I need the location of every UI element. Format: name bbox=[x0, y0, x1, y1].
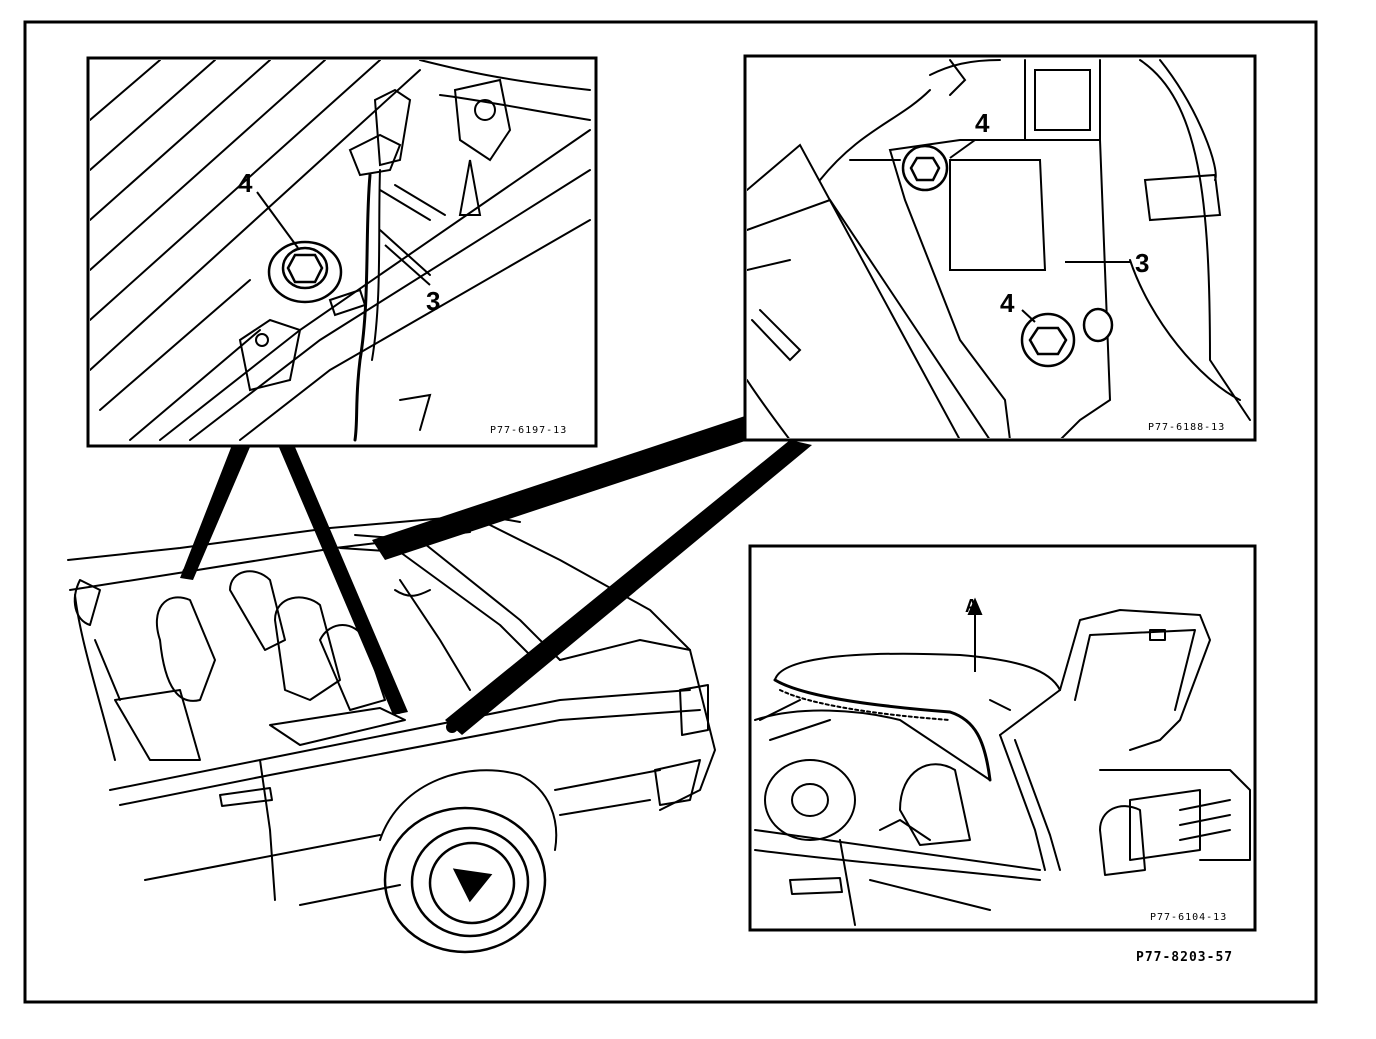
steering-wheel bbox=[764, 759, 856, 841]
inset-top-right-code: P77-6188-13 bbox=[1148, 422, 1225, 433]
inset-top-right-frame bbox=[743, 54, 1257, 442]
headlight bbox=[679, 684, 709, 736]
main-car-illustration bbox=[67, 514, 716, 906]
front-wheel bbox=[383, 806, 547, 954]
callout-3-tr: 3 bbox=[1135, 248, 1149, 278]
inset-top-left: 4 3 P77-6197-13 bbox=[86, 56, 598, 448]
door-handle bbox=[219, 787, 273, 807]
front-seat bbox=[274, 596, 341, 701]
dashboard-edge bbox=[269, 707, 406, 746]
lid-top-edge bbox=[774, 652, 1061, 691]
wheel-arch bbox=[379, 769, 558, 851]
leader-line-4b-tr bbox=[1021, 309, 1036, 323]
leader-line-3-tl bbox=[384, 244, 431, 286]
top-frame bbox=[1059, 609, 1211, 751]
callout-4b-tr: 4 bbox=[1000, 288, 1015, 318]
figure-code: P77-8203-57 bbox=[1136, 950, 1233, 965]
callout-4a-tr: 4 bbox=[975, 108, 990, 138]
front-bumper bbox=[659, 649, 716, 811]
callout-4-tl: 4 bbox=[238, 168, 253, 198]
pointer-wedge-2 bbox=[278, 445, 408, 715]
inset-bottom-right: A P77-6104-13 bbox=[748, 544, 1257, 932]
rear-seat-headrest bbox=[155, 596, 216, 702]
pointer-wedges bbox=[180, 416, 812, 735]
leader-line-4-tl bbox=[256, 191, 299, 249]
body-belt-line bbox=[109, 689, 691, 791]
inset-top-right: 4 3 4 P77-6188-13 bbox=[743, 54, 1257, 442]
pointer-wedge-4 bbox=[445, 440, 812, 735]
outer-frame bbox=[23, 20, 1318, 1004]
callout-A: A bbox=[965, 596, 978, 616]
door-front-edge bbox=[259, 759, 276, 901]
sill-line bbox=[144, 834, 381, 881]
inset-bottom-right-code: P77-6104-13 bbox=[1150, 912, 1227, 923]
inset-top-left-code: P77-6197-13 bbox=[490, 425, 567, 436]
callout-3-tl: 3 bbox=[426, 286, 440, 316]
hood-line bbox=[469, 514, 691, 651]
leader-line-4a-tr bbox=[949, 139, 976, 159]
pointer-dot bbox=[446, 721, 458, 733]
fog-light bbox=[654, 759, 701, 806]
pointer-wedge-3 bbox=[372, 416, 748, 560]
inset-bottom-right-frame bbox=[748, 544, 1257, 932]
inset-top-left-frame bbox=[86, 56, 598, 448]
bottom-seat bbox=[899, 763, 971, 846]
pointer-wedge-1 bbox=[180, 445, 250, 580]
